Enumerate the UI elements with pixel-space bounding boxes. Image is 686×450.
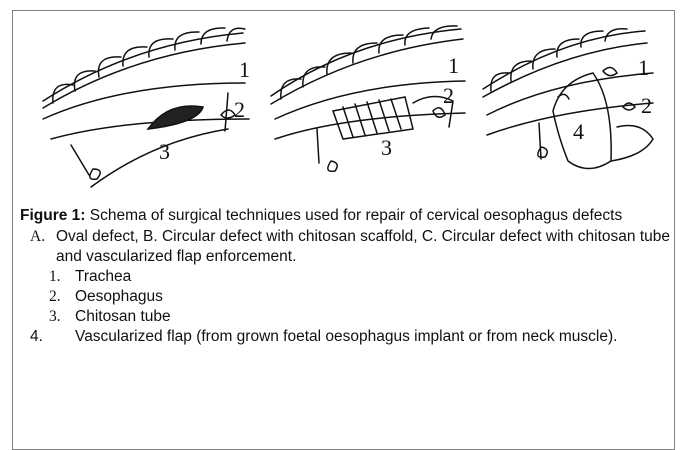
figure-title-text: Schema of surgical techniques used for r…: [85, 207, 622, 224]
panel-b-label-oesophagus: 2: [443, 83, 454, 108]
legend-marker: 4.: [30, 327, 43, 347]
item-a-text: Oval defect, B. Circular defect with chi…: [56, 228, 670, 265]
panel-b-label-chitosan-tube: 3: [381, 135, 392, 160]
legend-item: 2. Oesophagus: [20, 287, 670, 307]
panel-c-drawing: [483, 29, 653, 169]
panel-b-label-trachea: 1: [448, 53, 459, 78]
panel-a-label-oesophagus: 2: [234, 97, 245, 122]
legend-text: Oesophagus: [75, 288, 163, 305]
panel-b-drawing: [271, 26, 465, 171]
legend-text: Chitosan tube: [75, 308, 171, 325]
legend-marker: 1.: [49, 267, 61, 287]
legend-marker: 3.: [49, 307, 61, 327]
surgical-schema-illustrations: 1 2 3 1 2 3 1 2 4: [13, 11, 676, 206]
item-a-marker: A.: [30, 227, 45, 247]
legend-text: Trachea: [75, 268, 131, 285]
caption-item-a: A. Oval defect, B. Circular defect with …: [20, 227, 670, 267]
figure-caption: Figure 1: Schema of surgical techniques …: [20, 206, 670, 347]
legend-item: 4. Vascularized flap (from grown foetal …: [20, 327, 670, 347]
panel-c-label-oesophagus: 2: [641, 93, 652, 118]
panel-a-label-chitosan-tube: 3: [159, 139, 170, 164]
figure-frame: 1 2 3 1 2 3 1 2 4 Figure 1: Schema of su…: [12, 10, 675, 450]
figure-label: Figure 1:: [20, 207, 85, 224]
legend-marker: 2.: [49, 287, 61, 307]
legend-item: 1. Trachea: [20, 267, 670, 287]
panel-a-label-trachea: 1: [239, 57, 250, 82]
legend-text: Vascularized flap (from grown foetal oes…: [75, 328, 617, 345]
caption-title: Figure 1: Schema of surgical techniques …: [20, 206, 670, 226]
legend-item: 3. Chitosan tube: [20, 307, 670, 327]
panel-a-drawing: [43, 28, 249, 187]
panel-c-label-trachea: 1: [638, 55, 649, 80]
panel-c-label-flap: 4: [573, 119, 584, 144]
